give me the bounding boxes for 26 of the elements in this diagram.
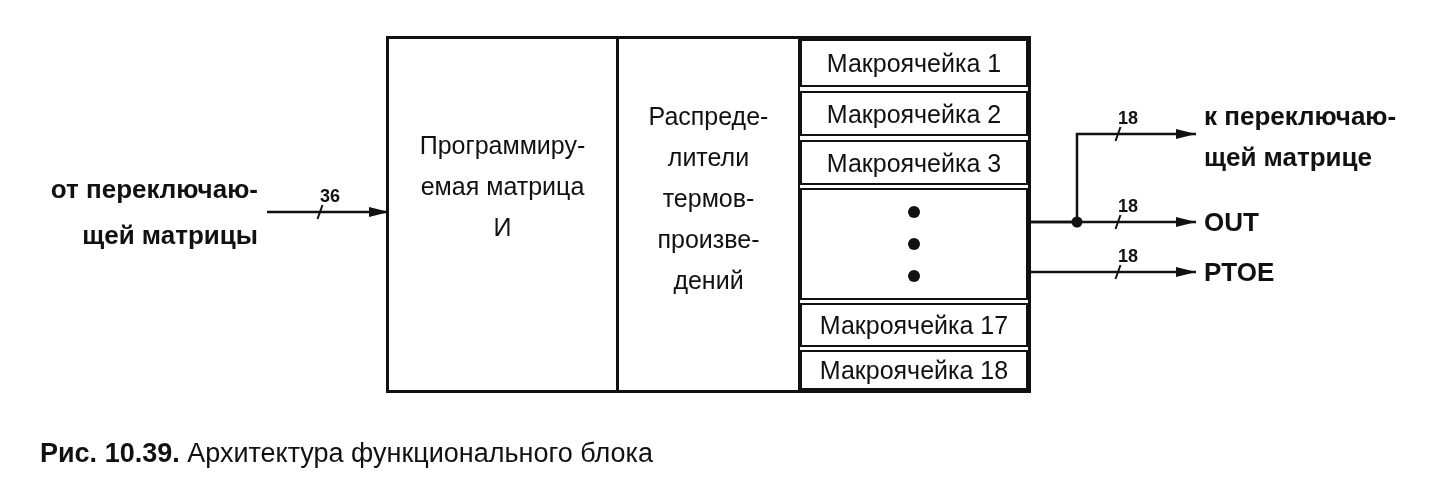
bus-width-label: 36 bbox=[320, 187, 340, 205]
figure-caption: Рис. 10.39. Архитектура функционального блока bbox=[40, 437, 653, 470]
macrocell-box bbox=[800, 91, 1028, 136]
macrocell-box bbox=[800, 39, 1028, 87]
block-label: Распреде- лители термов- произве- дений bbox=[647, 101, 770, 296]
macrocell-label: Макроячейка 17 bbox=[819, 310, 1009, 340]
macrocell-box bbox=[800, 140, 1028, 185]
macrocell-label: Макроячейка 18 bbox=[819, 355, 1009, 385]
signal-label: PTOE bbox=[1196, 256, 1277, 288]
bus-arrow bbox=[1028, 217, 1196, 227]
functional-block-frame bbox=[386, 36, 1031, 393]
macrocell-box bbox=[800, 303, 1028, 347]
macrocell-label: Макроячейка 1 bbox=[826, 48, 1002, 78]
bus-width-label: 18 bbox=[1118, 109, 1138, 127]
macrocell-box bbox=[800, 350, 1028, 390]
macrocell-label: Макроячейка 3 bbox=[826, 147, 1002, 178]
signal-label: от переключаю- щей матрицы bbox=[48, 166, 267, 258]
block-label: Программиру- емая матрица И bbox=[418, 130, 587, 243]
signal-label: к переключаю- щей матрице bbox=[1196, 96, 1399, 178]
bus-arrow bbox=[1028, 267, 1196, 277]
macrocell-label: Макроячейка 2 bbox=[826, 98, 1002, 129]
ellipsis-box bbox=[800, 188, 1028, 300]
signal-label: OUT bbox=[1196, 206, 1261, 238]
bus-arrow bbox=[267, 207, 389, 217]
bus-width-label: 18 bbox=[1118, 247, 1138, 265]
bus-width-label: 18 bbox=[1118, 197, 1138, 215]
